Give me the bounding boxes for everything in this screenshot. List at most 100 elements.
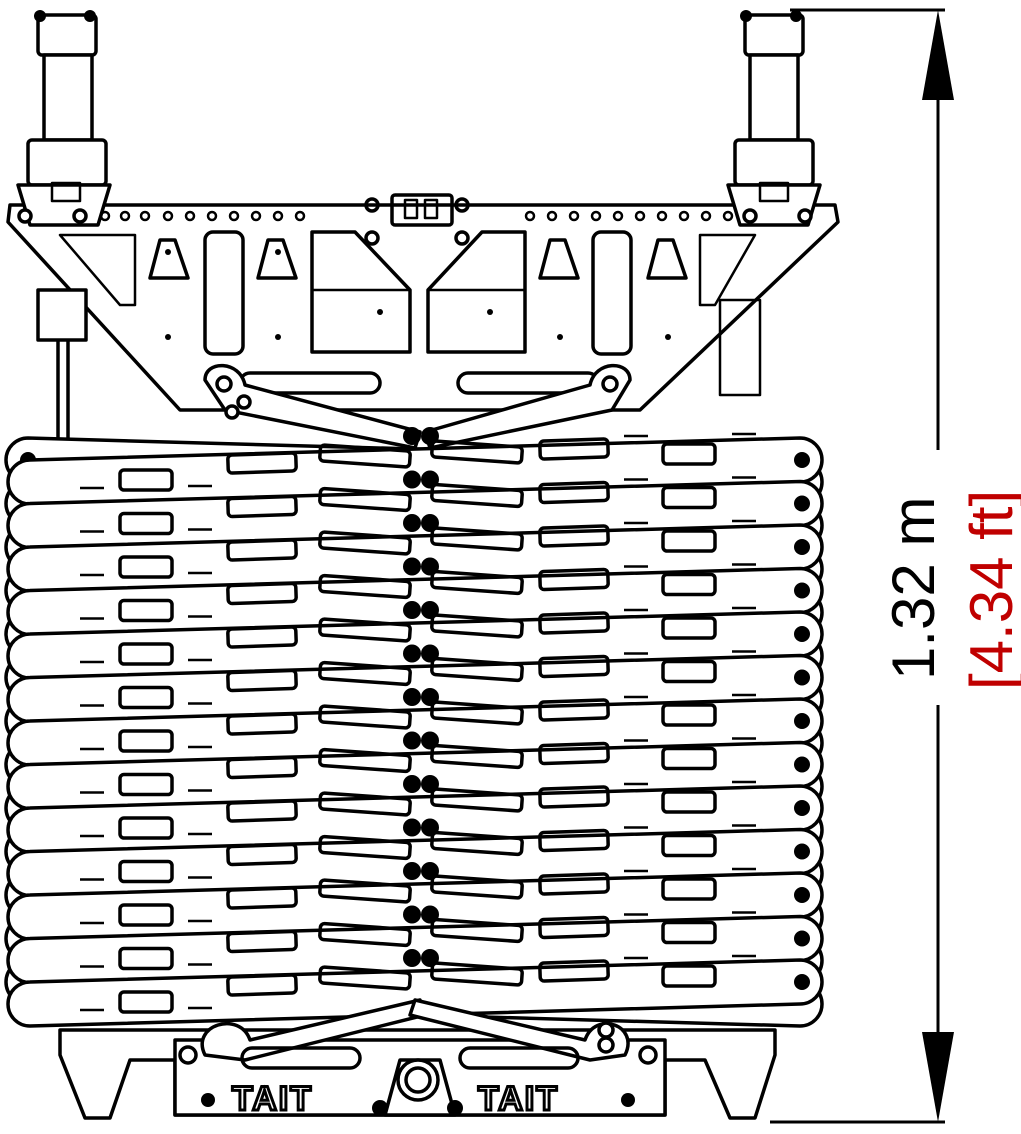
arm-slot bbox=[538, 567, 610, 592]
center-pivot bbox=[403, 557, 421, 576]
arm-slot bbox=[430, 961, 524, 987]
arm-slot bbox=[226, 799, 298, 823]
arm-slot bbox=[661, 659, 717, 684]
arm-slot bbox=[430, 526, 524, 552]
arm-slot bbox=[661, 485, 717, 510]
arm-slot bbox=[538, 828, 610, 853]
arm-slot bbox=[226, 755, 298, 780]
arm-slot bbox=[118, 946, 174, 971]
arm-pivot bbox=[794, 452, 810, 468]
height-dimension bbox=[770, 8, 954, 1124]
arm-slot bbox=[661, 790, 717, 814]
arm-pivot bbox=[794, 713, 810, 729]
center-pivot bbox=[403, 688, 421, 706]
arm-slot bbox=[226, 886, 298, 910]
arm-slot bbox=[318, 660, 412, 687]
platform-hole-row bbox=[99, 197, 734, 340]
arm-slot bbox=[226, 973, 298, 997]
bottom-arrowhead bbox=[922, 1032, 954, 1122]
arm-slot bbox=[226, 929, 298, 954]
arm-slot bbox=[226, 494, 298, 519]
center-pivot bbox=[403, 514, 421, 532]
arm-slot bbox=[538, 698, 610, 722]
center-pivot bbox=[421, 470, 439, 489]
arm-slot bbox=[538, 611, 610, 635]
left-brand-logo: TAIT bbox=[232, 1080, 313, 1118]
arm-slot bbox=[118, 468, 174, 492]
arm-slot bbox=[430, 874, 524, 900]
arm-slot bbox=[538, 741, 610, 766]
center-pivot bbox=[421, 557, 439, 576]
arm-slot bbox=[538, 959, 610, 983]
arm-slot bbox=[430, 743, 524, 770]
arm-slot bbox=[318, 921, 412, 948]
arm-slot bbox=[538, 480, 610, 505]
arm-slot bbox=[430, 613, 524, 639]
right-corner-post bbox=[726, 10, 822, 227]
arm-slot bbox=[661, 529, 717, 553]
arm-slot bbox=[430, 656, 524, 683]
arm-slot bbox=[118, 555, 174, 579]
arm-slot bbox=[661, 746, 717, 771]
center-pivot bbox=[421, 905, 439, 924]
arm-slot bbox=[318, 965, 412, 991]
arm-slot bbox=[661, 703, 717, 727]
arm-slot bbox=[118, 642, 174, 666]
center-pivot bbox=[403, 905, 421, 924]
arm-slot bbox=[118, 729, 174, 753]
top-arrowhead bbox=[922, 10, 954, 100]
center-pivot bbox=[403, 601, 421, 619]
arm-slot bbox=[118, 903, 174, 927]
arm-pivot bbox=[794, 930, 810, 947]
arm-slot bbox=[318, 791, 412, 817]
arm-slot bbox=[538, 654, 610, 679]
top-platform bbox=[6, 193, 840, 412]
arm-slot bbox=[661, 442, 717, 466]
arm-slot bbox=[430, 482, 524, 509]
arm-pivot bbox=[794, 756, 810, 773]
scissor-arm-stack bbox=[4, 427, 824, 1028]
right-brand-logo: TAIT bbox=[478, 1080, 559, 1118]
arm-pivot bbox=[794, 800, 810, 816]
arm-slot bbox=[661, 616, 717, 640]
arm-pivot bbox=[794, 582, 810, 599]
arm-slot bbox=[226, 712, 298, 736]
arm-slot bbox=[538, 785, 610, 809]
arm-pivot bbox=[794, 974, 810, 990]
arm-pivot bbox=[794, 887, 810, 903]
arm-slot bbox=[118, 598, 174, 623]
center-pivot bbox=[421, 949, 439, 967]
arm-slot bbox=[318, 878, 412, 904]
center-pivot bbox=[403, 949, 421, 967]
arm-pivot bbox=[794, 626, 810, 642]
arm-slot bbox=[318, 486, 412, 513]
arm-slot bbox=[661, 920, 717, 945]
center-pivot bbox=[403, 644, 421, 663]
center-pivot bbox=[403, 427, 421, 445]
center-pivot bbox=[421, 862, 439, 880]
arm-slot bbox=[226, 451, 298, 475]
arm-slot bbox=[226, 842, 298, 867]
arm-slot bbox=[430, 830, 524, 857]
center-pivot bbox=[421, 601, 439, 619]
center-pivot bbox=[421, 731, 439, 750]
center-pivot bbox=[403, 775, 421, 793]
arm-slot bbox=[118, 511, 174, 536]
arm-slot bbox=[661, 964, 717, 988]
center-pivot bbox=[421, 644, 439, 663]
center-pivot bbox=[421, 688, 439, 706]
arm-pivot bbox=[794, 539, 810, 555]
arm-slot bbox=[318, 617, 412, 643]
left-corner-post bbox=[16, 10, 112, 440]
center-pivot bbox=[403, 470, 421, 489]
arm-slot bbox=[430, 787, 524, 813]
arm-slot bbox=[226, 581, 298, 606]
center-pivot bbox=[421, 775, 439, 793]
arm-slot bbox=[430, 700, 524, 726]
arm-slot bbox=[661, 572, 717, 597]
arm-slot bbox=[538, 437, 610, 461]
ascending-arm bbox=[6, 958, 824, 1028]
arm-pivot bbox=[794, 843, 810, 860]
arm-slot bbox=[318, 573, 412, 600]
